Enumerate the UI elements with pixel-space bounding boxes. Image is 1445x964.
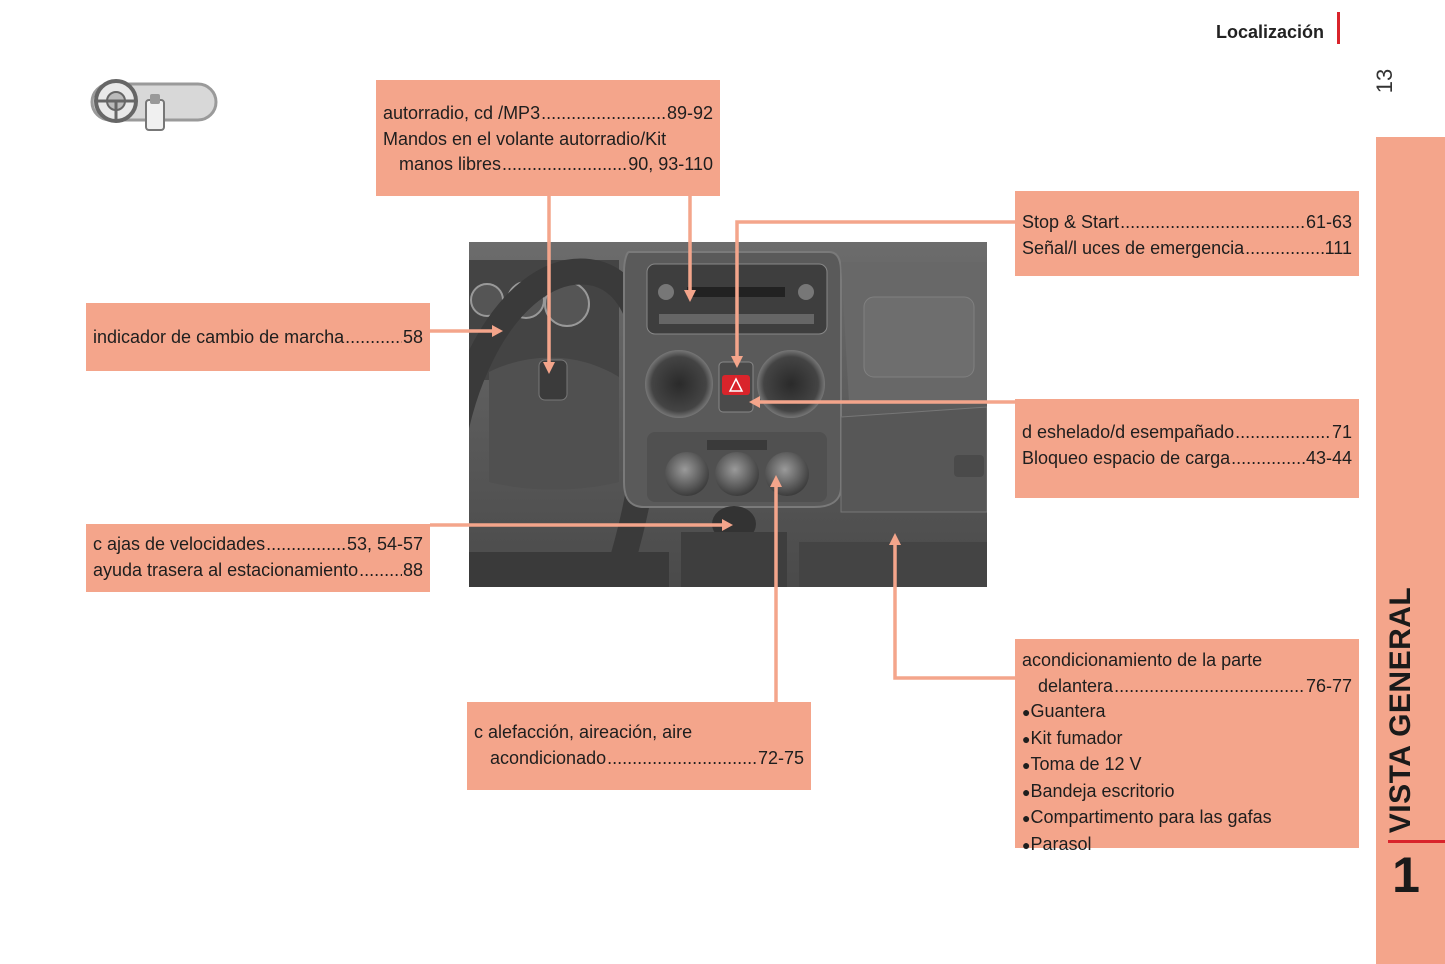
bullet-item: Parasol <box>1022 832 1352 859</box>
dot-leader <box>502 152 627 178</box>
bullet-item: Kit fumador <box>1022 726 1352 753</box>
callout-label: Stop & Start <box>1022 212 1120 232</box>
dot-leader <box>541 101 666 127</box>
chapter-side-tab <box>1376 137 1445 964</box>
bullet-item: Compartimento para las gafas <box>1022 805 1352 832</box>
page-ref: 43-44 <box>1305 447 1352 468</box>
callout-label: d eshelado/d esempañado <box>1022 422 1235 442</box>
callout-label: autorradio, cd /MP3 <box>383 103 541 123</box>
callout-label: c ajas de velocidades <box>93 534 266 554</box>
page-ref: 89-92 <box>666 103 713 123</box>
dot-leader <box>359 558 402 584</box>
page-ref: 58 <box>402 327 423 347</box>
page-ref: 53, 54-57 <box>346 534 423 554</box>
page-ref: 71 <box>1331 422 1352 442</box>
dot-leader <box>1114 674 1305 700</box>
callout-row: Mandos en el volante autorradio/Kit <box>383 127 713 153</box>
callout-row: c alefacción, aireación, aire <box>474 720 804 746</box>
dot-leader <box>1245 236 1323 262</box>
callout-row: d eshelado/d esempañado 71 <box>1022 420 1352 446</box>
dashboard-thumbnail-icon <box>90 79 218 131</box>
dot-leader <box>266 532 346 558</box>
page-ref: 72-75 <box>757 747 804 768</box>
bullet-item: Toma de 12 V <box>1022 752 1352 779</box>
dot-leader <box>607 746 757 772</box>
callout-audio: autorradio, cd /MP3 89-92 Mandos en el v… <box>376 80 720 196</box>
dashboard-photo <box>469 242 987 587</box>
callout-heating: c alefacción, aireación, aire acondicion… <box>467 702 811 790</box>
header-accent-bar <box>1337 12 1340 44</box>
callout-label: indicador de cambio de marcha <box>93 327 345 347</box>
callout-label: acondicionado <box>490 747 607 768</box>
callout-gear-indicator: indicador de cambio de marcha 58 <box>86 303 430 371</box>
callout-label: Bloqueo espacio de carga <box>1022 447 1231 468</box>
callout-front-ac: acondicionamiento de la parte delantera … <box>1015 639 1359 854</box>
callout-label: Señal/l uces de emergencia <box>1022 237 1245 258</box>
callout-row: indicador de cambio de marcha 58 <box>93 325 423 351</box>
callout-row: Stop & Start 61-63 <box>1022 210 1352 236</box>
callout-label: manos libres <box>399 154 502 174</box>
chapter-rule <box>1388 840 1445 843</box>
callout-row: c ajas de velocidades 53, 54-57 <box>93 532 423 558</box>
callout-label: ayuda trasera al estacionamiento <box>93 559 359 580</box>
callout-gearbox: c ajas de velocidades 53, 54-57 ayuda tr… <box>86 524 430 592</box>
callout-row: Señal/l uces de emergencia 111 <box>1022 236 1352 262</box>
chapter-number: 1 <box>1392 847 1420 903</box>
callout-row: delantera 76-77 <box>1022 674 1352 700</box>
page-ref: 76-77 <box>1305 675 1352 696</box>
callout-row: manos libres 90, 93-110 <box>383 152 713 178</box>
callout-text: Mandos en el volante autorradio/Kit <box>383 128 667 149</box>
callout-row: ayuda trasera al estacionamiento 88 <box>93 558 423 584</box>
bullet-item: Guantera <box>1022 699 1352 726</box>
page-ref: 61-63 <box>1305 212 1352 232</box>
callout-defrost: d eshelado/d esempañado 71 Bloqueo espac… <box>1015 399 1359 498</box>
page-ref: 90, 93-110 <box>628 154 713 174</box>
callout-text: c alefacción, aireación, aire <box>474 722 693 742</box>
dot-leader <box>1235 420 1331 446</box>
callout-row: acondicionamiento de la parte <box>1022 648 1352 674</box>
page-ref: 88 <box>402 559 423 580</box>
callout-row: autorradio, cd /MP3 89-92 <box>383 101 713 127</box>
page-ref: 111 <box>1324 237 1352 258</box>
callout-row: acondicionado 72-75 <box>474 746 804 772</box>
dot-leader <box>1231 446 1305 472</box>
bullet-item: Bandeja escritorio <box>1022 779 1352 806</box>
callout-label: delantera <box>1038 675 1114 696</box>
section-header: Localización <box>1215 22 1324 42</box>
callout-text: acondicionamiento de la parte <box>1022 650 1263 670</box>
callout-row: Bloqueo espacio de carga 43-44 <box>1022 446 1352 472</box>
callout-stop-start: Stop & Start 61-63 Señal/l uces de emerg… <box>1015 191 1359 276</box>
dot-leader <box>345 325 402 351</box>
dot-leader <box>1120 210 1305 236</box>
